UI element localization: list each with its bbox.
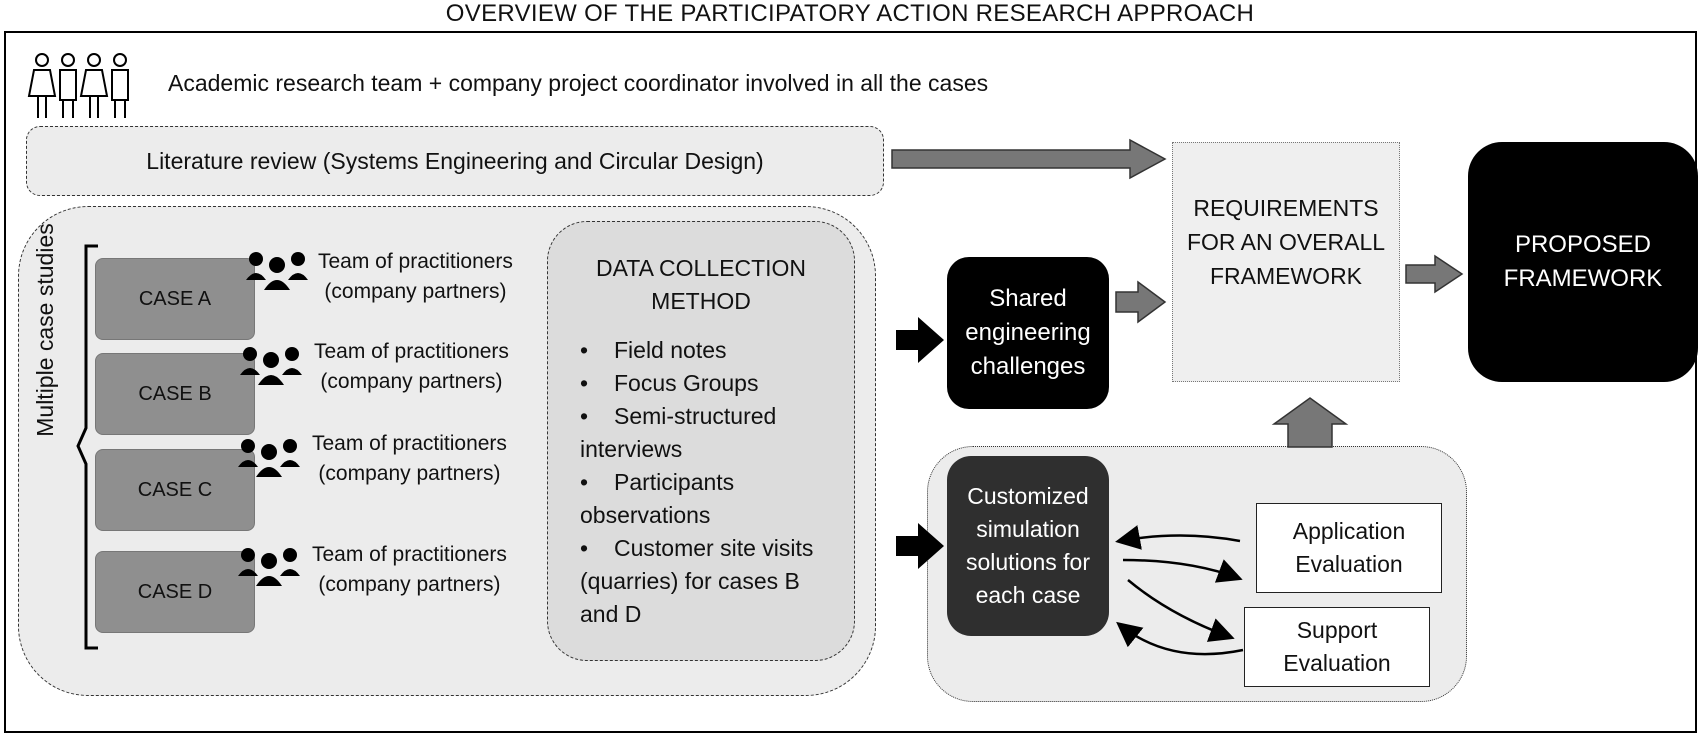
team-line1: Team of practitioners [318, 250, 513, 273]
case-a-box: CASE A [95, 258, 255, 340]
team-line2: (company partners) [318, 573, 501, 596]
arrow-icon [1405, 254, 1464, 294]
method-participants: Participants [614, 469, 735, 495]
arrow-icon [1122, 558, 1243, 583]
shared-line3: challenges [970, 353, 1086, 380]
data-collection-title: DATA COLLECTION METHOD [547, 252, 855, 318]
requirements-line3: FRAMEWORK [1209, 263, 1363, 289]
shared-line1: Shared [989, 285, 1067, 312]
arrow-icon [896, 523, 944, 569]
arrow-icon [1127, 579, 1235, 642]
team-line2: (company partners) [324, 280, 507, 303]
team-icon [238, 252, 308, 586]
shared-line2: engineering [965, 319, 1091, 346]
data-collection-title-line1: DATA COLLECTION [595, 255, 807, 281]
requirements-box: REQUIREMENTS FOR AN OVERALL FRAMEWORK [1172, 142, 1400, 382]
literature-review-label: Literature review (Systems Engineering a… [146, 147, 764, 174]
support-line1: Support [1296, 617, 1378, 643]
literature-review-box: Literature review (Systems Engineering a… [26, 126, 884, 196]
bullet: • [580, 403, 589, 429]
diagram-frame [4, 31, 1697, 733]
proposed-line2: FRAMEWORK [1503, 265, 1663, 292]
team-line2: (company partners) [318, 462, 501, 485]
team-line1: Team of practitioners [312, 432, 507, 455]
list-continuation: interviews [580, 436, 683, 462]
arrow-icon [896, 317, 944, 363]
data-collection-title-line2: METHOD [651, 288, 751, 314]
case-d-label: CASE D [137, 580, 213, 603]
research-team-statement: Academic research team + company project… [168, 70, 989, 96]
simulation-solutions-box: Customized simulation solutions for each… [947, 456, 1109, 636]
case-b-box: CASE B [95, 353, 255, 435]
requirements-line2: FOR AN OVERALL [1186, 229, 1386, 255]
application-line1: Application [1292, 518, 1406, 544]
case-d-box: CASE D [95, 551, 255, 633]
method-field-notes: Field notes [614, 337, 727, 363]
requirements-line1: REQUIREMENTS [1193, 195, 1379, 221]
method-semi-structured: Semi-structured [614, 403, 777, 429]
bullet: • [580, 469, 589, 495]
case-b-label: CASE B [138, 382, 212, 405]
list-item: • Customer site visits [580, 532, 852, 565]
application-evaluation-box: Application Evaluation [1256, 503, 1442, 593]
diagram-title: OVERVIEW OF THE PARTICIPATORY ACTION RES… [445, 0, 1255, 27]
list-item: • Participants [580, 466, 852, 499]
team-line2: (company partners) [320, 370, 503, 393]
arrow-icon [1115, 280, 1167, 324]
data-collection-box [547, 221, 855, 661]
support-evaluation-box: Support Evaluation [1244, 607, 1430, 687]
arrow-icon [1271, 397, 1349, 448]
support-line2: Evaluation [1283, 650, 1391, 676]
list-continuation: observations [580, 502, 711, 528]
case-a-label: CASE A [138, 287, 212, 310]
case-c-box: CASE C [95, 449, 255, 531]
method-site-visits: Customer site visits [614, 535, 814, 561]
list-item: • Field notes [580, 334, 852, 367]
case-b-team: Team of practitioners (company partners) [314, 337, 509, 397]
simulation-line1: Customized [967, 483, 1089, 509]
simulation-line3: solutions for [965, 549, 1090, 575]
bullet: • [580, 370, 589, 396]
data-collection-list: • Field notes • Focus Groups • Semi-structu… [580, 334, 852, 631]
proposed-framework-box: PROPOSED FRAMEWORK [1468, 142, 1698, 382]
simulation-line4: each case [975, 582, 1081, 608]
list-continuation: (quarries) for cases B [580, 568, 800, 594]
arrow-icon [1116, 621, 1244, 656]
list-item: • Semi-structured [580, 400, 852, 433]
bullet: • [580, 535, 589, 561]
case-a-team: Team of practitioners (company partners) [318, 247, 513, 307]
arrow-icon [1115, 525, 1241, 550]
shared-challenges-box: Shared engineering challenges [947, 257, 1109, 409]
case-c-label: CASE C [137, 478, 213, 501]
list-item: • Focus Groups [580, 367, 852, 400]
team-line1: Team of practitioners [314, 340, 509, 363]
team-line1: Team of practitioners [312, 543, 507, 566]
arrow-icon [891, 138, 1167, 180]
method-focus-groups: Focus Groups [614, 370, 759, 396]
list-continuation: and D [580, 601, 642, 627]
proposed-line1: PROPOSED [1514, 231, 1651, 258]
application-line2: Evaluation [1295, 551, 1403, 577]
simulation-line2: simulation [976, 516, 1080, 542]
case-d-team: Team of practitioners (company partners) [312, 540, 507, 600]
case-c-team: Team of practitioners (company partners) [312, 429, 507, 489]
bullet: • [580, 337, 589, 363]
